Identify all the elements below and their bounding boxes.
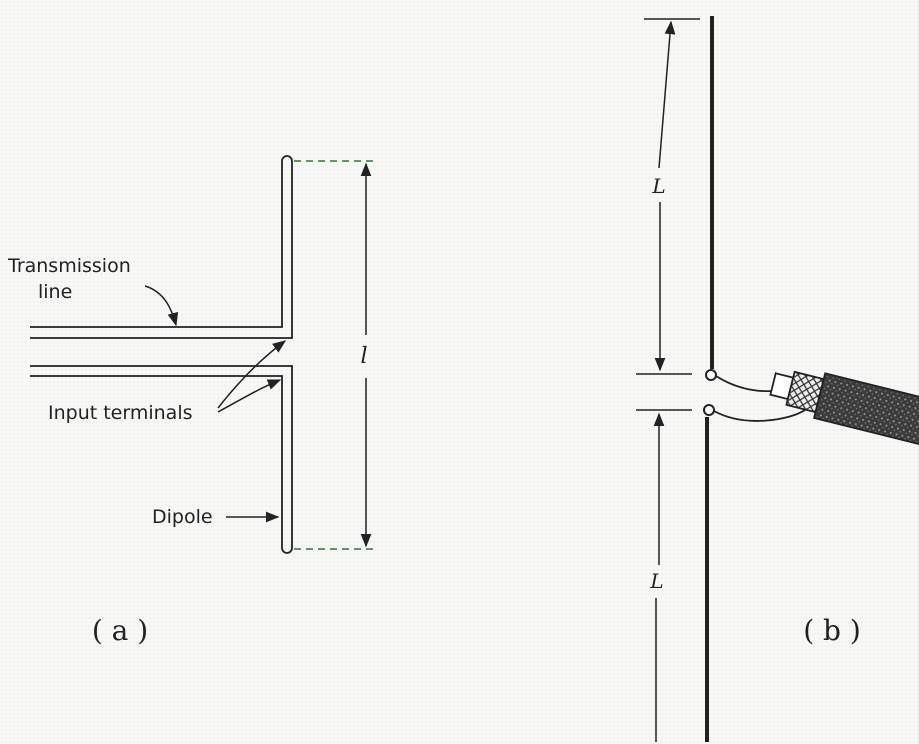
input-terminals-pointer-2 <box>217 379 282 413</box>
caption-b: ( b ) <box>803 614 861 647</box>
feed-wire-lower <box>713 409 806 422</box>
coax-outer-jacket <box>812 372 919 446</box>
lower-length-label: L <box>649 569 663 593</box>
input-terminals-label: Input terminals <box>48 402 193 424</box>
dipole-label: Dipole <box>152 506 213 528</box>
dipole-upper-half <box>30 155 293 339</box>
transmission-line-label-1: Transmission <box>7 255 131 277</box>
transmission-line-label-2: line <box>38 281 72 303</box>
figure-b: L L ( b ) <box>636 16 919 742</box>
feed-wire-upper <box>715 375 774 393</box>
upper-terminal <box>705 369 717 381</box>
length-label: l <box>360 344 367 369</box>
lower-terminal <box>703 404 715 416</box>
upper-length-label: L <box>651 174 665 198</box>
upper-length-dimension-top <box>658 20 676 169</box>
dipole-lower-half <box>30 365 293 554</box>
figure-a: l Transmission line Input terminals Dipo… <box>7 155 378 647</box>
input-terminals-pointer-1 <box>217 340 287 409</box>
caption-a: ( a ) <box>92 614 148 647</box>
transmission-line-pointer <box>144 285 179 327</box>
coax-cable <box>769 370 919 446</box>
